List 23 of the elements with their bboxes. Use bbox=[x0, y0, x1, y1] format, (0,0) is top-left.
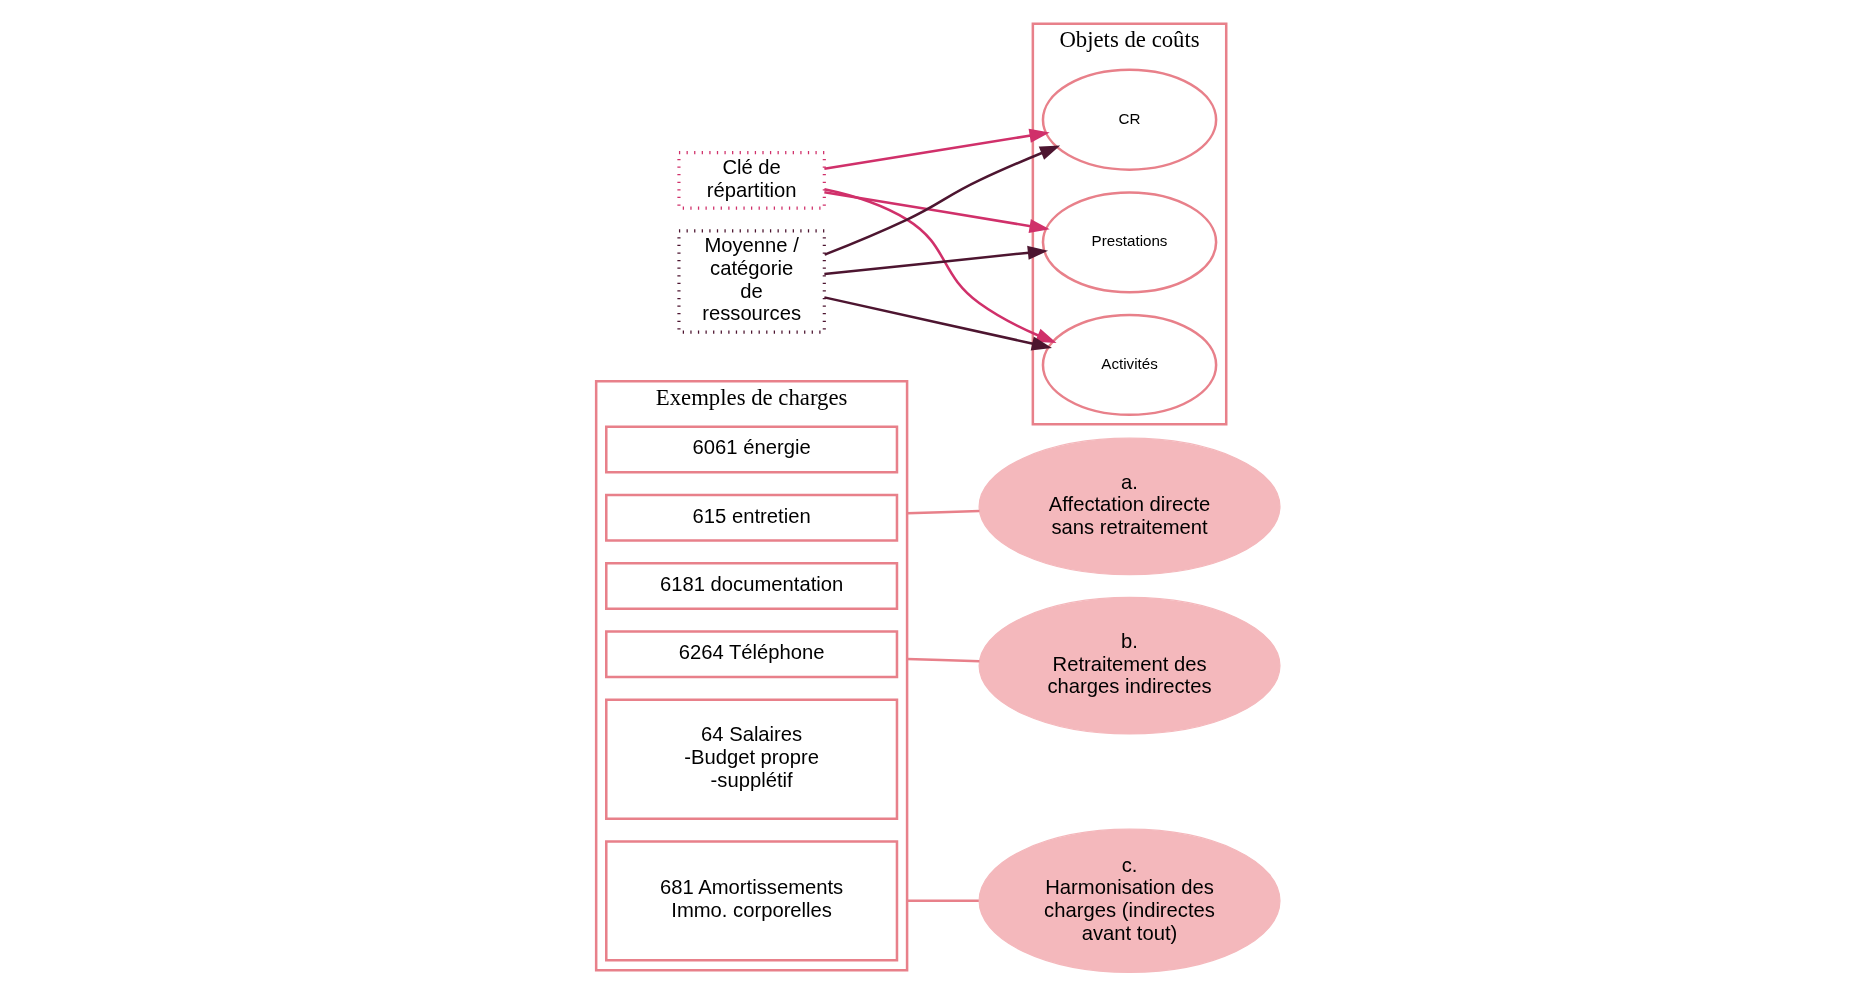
node-ellipse: b. Retraitement des charges indirectes bbox=[978, 596, 1281, 735]
arrow bbox=[824, 245, 1049, 276]
node-box: 6061 énergie bbox=[605, 425, 899, 474]
arrow bbox=[824, 145, 1061, 256]
node-ellipse: CR bbox=[1041, 68, 1218, 171]
node-box: 6264 Téléphone bbox=[605, 630, 899, 679]
node-ellipse: a. Affectation directe sans retraitement bbox=[978, 437, 1281, 576]
node-ellipse: c. Harmonisation des charges (indirectes avant tout) bbox=[978, 828, 1281, 974]
node-box: 64 Salaires -Budget propre -supplétif bbox=[605, 698, 899, 820]
connector bbox=[907, 509, 980, 515]
node-ellipse: Activités bbox=[1041, 313, 1218, 417]
node-box: Moyenne / catégorie de ressources bbox=[677, 229, 826, 334]
arrow bbox=[824, 190, 1050, 234]
node-box: 615 entretien bbox=[605, 493, 899, 542]
arrow bbox=[824, 187, 1057, 343]
node-box: Clé de répartition bbox=[677, 151, 826, 210]
node-box: 681 Amortissements Immo. corporelles bbox=[605, 840, 899, 962]
arrow bbox=[824, 296, 1052, 351]
connector bbox=[907, 657, 980, 663]
arrow bbox=[824, 128, 1050, 171]
connector bbox=[907, 899, 979, 903]
node-box: 6181 documentation bbox=[605, 562, 899, 611]
node-ellipse: Prestations bbox=[1041, 191, 1218, 294]
